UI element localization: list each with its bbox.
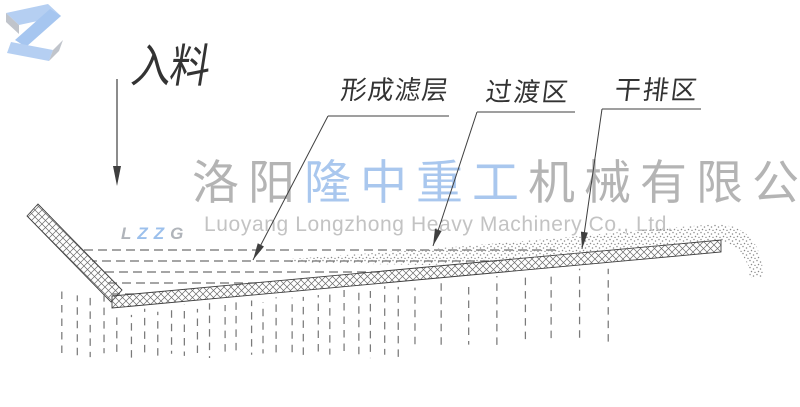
label-transition-zone: 过渡区 — [483, 77, 572, 107]
label-filter-layer: 形成滤层 — [338, 75, 451, 105]
feed-chute — [26, 203, 123, 303]
label-dry-discharge-zone: 干排区 — [612, 75, 701, 105]
screen-structure — [26, 203, 722, 309]
feed-arrow — [113, 79, 121, 186]
dry-discharge-leader — [580, 108, 701, 250]
leader-lines — [252, 108, 701, 261]
label-feed: 入料 — [128, 40, 213, 92]
logo-letter: G — [170, 224, 190, 243]
watermark-company-name-en: Luoyang Longzhong Heavy Machinery Co., L… — [204, 213, 674, 236]
transition-leader — [432, 111, 575, 247]
watermark-company-name-cn: 洛阳隆中重工机械有限公司 — [192, 156, 800, 209]
logo-letter: Z — [153, 224, 171, 243]
filter-layer-leader — [252, 115, 449, 261]
lzzg-logo-icon — [6, 4, 63, 61]
logo-letter: L — [121, 224, 138, 243]
logo-letter: Z — [137, 224, 154, 243]
material — [290, 224, 763, 278]
lzzg-logo-text: LZZG — [121, 224, 189, 244]
drainage-dashes — [61, 268, 609, 359]
material-layer — [290, 224, 763, 278]
